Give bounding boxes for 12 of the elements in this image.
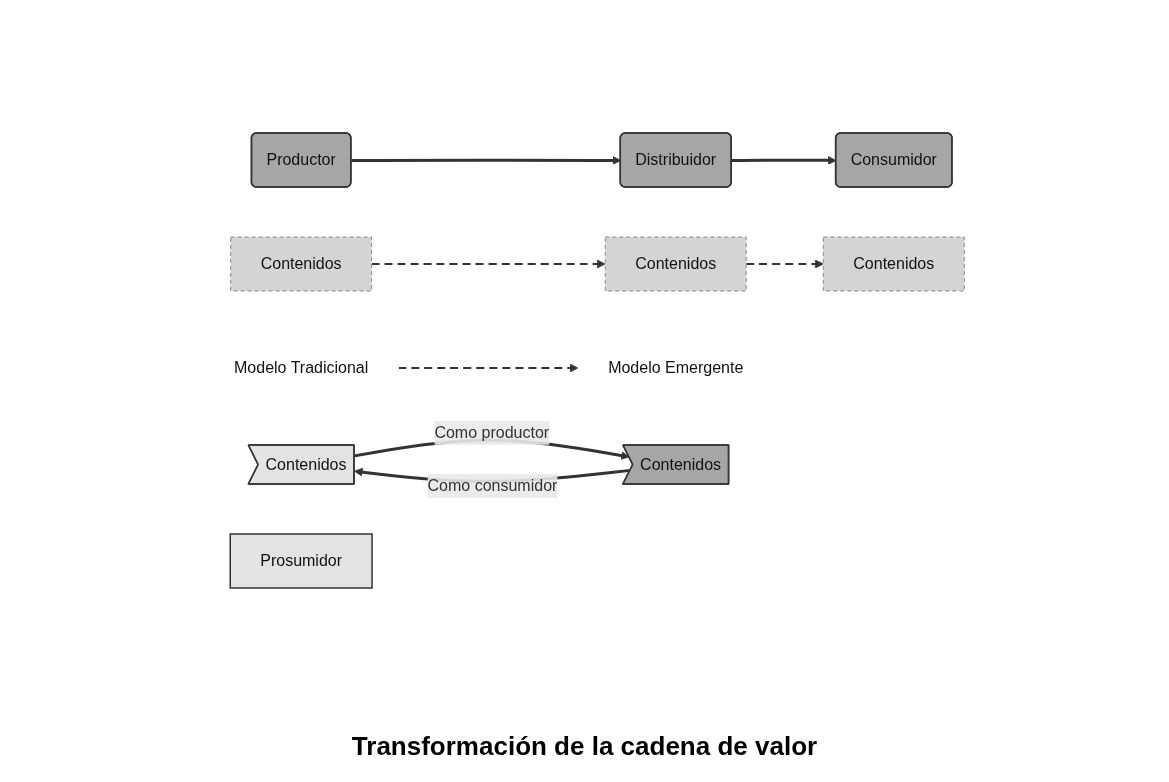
node-box: Contenidos: [605, 236, 748, 292]
node-text: Modelo Tradicional: [234, 359, 369, 376]
arrow: [732, 156, 837, 165]
diagram-caption: Transformación de la cadena de valor: [351, 731, 818, 762]
node-box: Prosumidor: [229, 533, 374, 589]
node-box: Contenidos: [823, 236, 966, 292]
arrow: [371, 259, 606, 269]
node-box: Contenidos: [230, 236, 373, 292]
edge-label: Como consumidor: [427, 477, 558, 495]
node-text: Modelo Emergente: [608, 359, 744, 376]
arrow: [397, 363, 579, 373]
edge-label: Como productor: [434, 423, 550, 441]
